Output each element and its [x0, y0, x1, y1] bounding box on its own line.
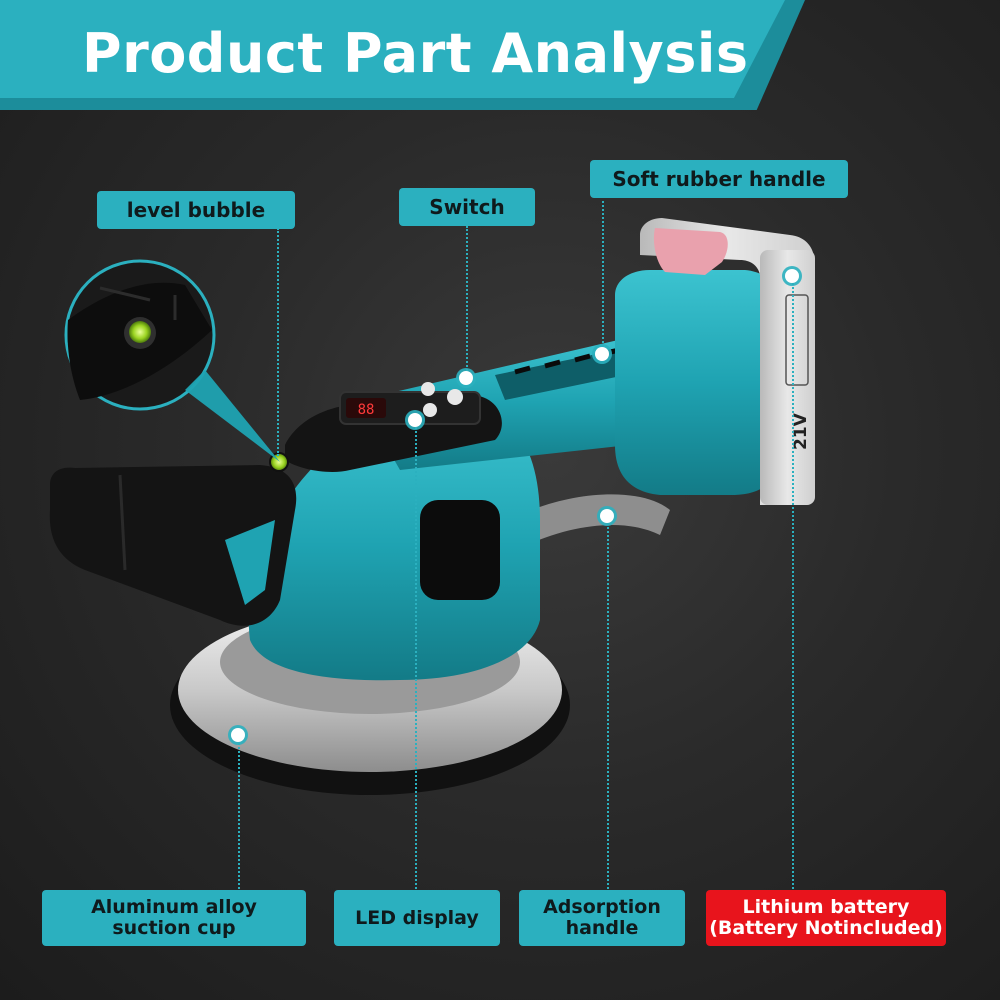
leader-adsorption-handle [607, 516, 609, 892]
label-level-bubble-text: level bubble [126, 198, 266, 222]
label-aluminum-suction-cup: Aluminum alloy suction cup [42, 890, 306, 946]
leader-level-bubble [277, 228, 279, 456]
label-aluminum-line2: suction cup [112, 917, 236, 939]
label-battery-line2: (Battery Notincluded) [709, 917, 943, 939]
label-lithium-battery: Lithium battery (Battery Notincluded) [706, 890, 946, 946]
label-adsorption-handle: Adsorption handle [519, 890, 685, 946]
marker-soft-rubber-handle [595, 347, 609, 361]
led-display-digits: 88 [358, 402, 375, 418]
label-aluminum-line1: Aluminum alloy [91, 896, 257, 919]
label-adsorption-line1: Adsorption [543, 896, 661, 919]
marker-adsorption-handle [600, 509, 614, 523]
leader-led-display [415, 420, 417, 892]
battery-voltage-mark: 21V [791, 412, 811, 450]
motor-body [248, 410, 540, 681]
page-title: Product Part Analysis [82, 22, 749, 85]
level-bubble-callout [185, 370, 280, 462]
label-battery-line1: Lithium battery [742, 896, 910, 919]
marker-led-display [408, 413, 422, 427]
adsorption-handle-shape [500, 494, 670, 548]
leader-lithium-battery [792, 276, 794, 892]
marker-switch [459, 371, 473, 385]
front-pad [49, 465, 297, 626]
label-switch-text: Switch [429, 195, 505, 219]
label-soft-rubber-handle-text: Soft rubber handle [612, 167, 826, 191]
marker-lithium-battery [785, 269, 799, 283]
marker-aluminum-cup [231, 728, 245, 742]
battery-mount [615, 270, 780, 495]
header-banner-face [0, 0, 785, 98]
label-switch: Switch [399, 188, 535, 226]
label-led-display: LED display [334, 890, 500, 946]
label-led-display-text: LED display [355, 906, 479, 929]
label-adsorption-line2: handle [565, 917, 639, 939]
label-soft-rubber-handle: Soft rubber handle [590, 160, 848, 198]
label-level-bubble: level bubble [97, 191, 295, 229]
leader-switch [466, 226, 468, 374]
leader-aluminum-cup [238, 735, 240, 893]
leader-soft-rubber-handle [602, 196, 604, 351]
